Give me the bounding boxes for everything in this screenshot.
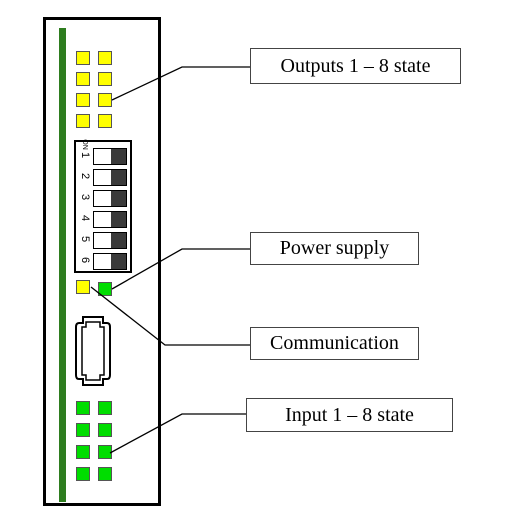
dip-switch-6[interactable]: 6 [76,252,130,271]
output-led-3 [76,72,90,86]
input-led-7 [76,467,90,481]
dip-knob-6 [111,254,126,269]
output-led-7 [76,114,90,128]
output-led-5 [76,93,90,107]
leader-inputs [109,413,246,454]
dip-slot-1 [93,148,127,165]
callout-communication: Communication [250,327,419,360]
output-led-6 [98,93,112,107]
output-led-1 [76,51,90,65]
dip-slot-6 [93,253,127,270]
input-led-3 [76,423,90,437]
output-led-4 [98,72,112,86]
dip-knob-4 [111,212,126,227]
power-supply-led [98,282,112,296]
leader-outputs [111,66,250,101]
output-led-2 [98,51,112,65]
callout-power-supply: Power supply [250,232,419,265]
callout-outputs: Outputs 1 – 8 state [250,48,461,84]
input-led-1 [76,401,90,415]
output-led-8 [98,114,112,128]
dip-slot-3 [93,190,127,207]
callout-inputs: Input 1 – 8 state [246,398,453,432]
communication-led [76,280,90,294]
dip-slot-4 [93,211,127,228]
dip-knob-1 [111,149,126,164]
leader-communication [90,286,250,346]
input-led-5 [76,445,90,459]
input-led-8 [98,467,112,481]
dip-switch-4[interactable]: 4 [76,210,130,229]
dip-switch-3[interactable]: 3 [76,189,130,208]
input-led-4 [98,423,112,437]
dip-knob-5 [111,233,126,248]
dip-switch-2[interactable]: 2 [76,168,130,187]
dip-knob-3 [111,191,126,206]
dip-switch-block: ON 1 2 3 4 5 6 [74,139,132,273]
dip-switch-5[interactable]: 5 [76,231,130,250]
dip-switch-1[interactable]: ON 1 [76,139,130,166]
dip-slot-5 [93,232,127,249]
din-rail-strip [59,28,66,502]
dip-slot-2 [93,169,127,186]
input-led-2 [98,401,112,415]
usb-port-icon [75,316,111,386]
leader-power [111,248,250,290]
dip-knob-2 [111,170,126,185]
